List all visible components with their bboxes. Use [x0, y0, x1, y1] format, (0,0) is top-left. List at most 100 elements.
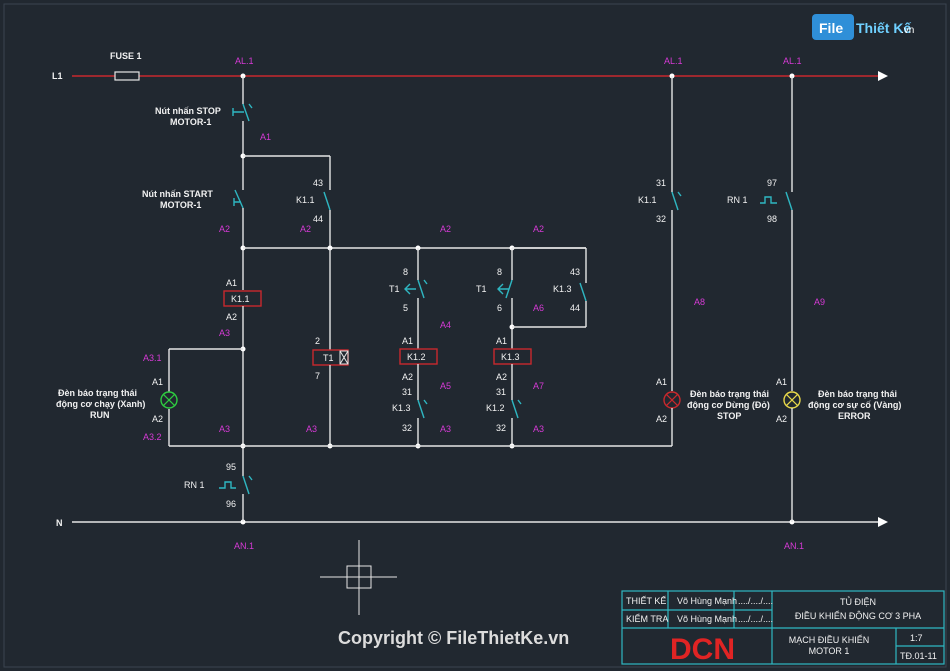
svg-text:1:7: 1:7 [910, 633, 923, 643]
svg-text:THIẾT KẾ: THIẾT KẾ [626, 596, 666, 606]
svg-text:95: 95 [226, 462, 236, 472]
svg-text:A2: A2 [776, 414, 787, 424]
n-label: N [56, 518, 63, 528]
svg-text:MẠCH ĐIỀU KHIỂN: MẠCH ĐIỀU KHIỂN [789, 634, 870, 645]
svg-text:A1: A1 [496, 336, 507, 346]
svg-text:98: 98 [767, 214, 777, 224]
svg-text:A3: A3 [219, 328, 230, 338]
svg-text:MOTOR 1: MOTOR 1 [809, 646, 850, 656]
svg-text:A6: A6 [533, 303, 544, 313]
svg-text:8: 8 [403, 267, 408, 277]
brand-logo: File Thiết Kế .vn [812, 14, 914, 40]
svg-text:8: 8 [497, 267, 502, 277]
svg-text:31: 31 [402, 387, 412, 397]
svg-text:động cơ chạy (Xanh): động cơ chạy (Xanh) [56, 399, 145, 409]
svg-text:31: 31 [496, 387, 506, 397]
svg-text:A2: A2 [440, 224, 451, 234]
l1-label: L1 [52, 71, 63, 81]
svg-text:A2: A2 [402, 372, 413, 382]
svg-text:K1.2: K1.2 [486, 403, 505, 413]
stop-button-label-2: MOTOR-1 [170, 117, 211, 127]
svg-text:A5: A5 [440, 381, 451, 391]
svg-text:A9: A9 [814, 297, 825, 307]
svg-text:ĐIỀU KHIỂN ĐỘNG CƠ 3 PHA: ĐIỀU KHIỂN ĐỘNG CƠ 3 PHA [795, 610, 921, 621]
svg-text:RUN: RUN [90, 410, 110, 420]
svg-text:32: 32 [402, 423, 412, 433]
run-lamp-icon [160, 391, 178, 409]
svg-text:A1: A1 [260, 132, 271, 142]
fuse-symbol [114, 71, 140, 81]
svg-text:43: 43 [313, 178, 323, 188]
svg-text:A2: A2 [533, 224, 544, 234]
svg-text:A3.1: A3.1 [143, 353, 162, 363]
svg-text:T1: T1 [323, 353, 334, 363]
svg-text:K1.3: K1.3 [553, 284, 572, 294]
fuse-label: FUSE 1 [110, 51, 142, 61]
svg-text:A2: A2 [300, 224, 311, 234]
svg-text:TĐ.01-11: TĐ.01-11 [900, 651, 937, 661]
svg-text:TỦ ĐIỆN: TỦ ĐIỆN [840, 596, 876, 607]
svg-text:..../..../....: ..../..../.... [738, 614, 773, 624]
svg-text:K1.1: K1.1 [231, 294, 250, 304]
svg-text:..../..../....: ..../..../.... [738, 596, 773, 606]
svg-text:KIỂM TRA: KIỂM TRA [626, 613, 668, 624]
title-block [621, 590, 945, 665]
svg-text:96: 96 [226, 499, 236, 509]
svg-text:File: File [819, 20, 843, 36]
svg-text:31: 31 [656, 178, 666, 188]
n-arrow-icon [878, 517, 888, 527]
svg-text:A3: A3 [306, 424, 317, 434]
crosshair-icon [320, 540, 397, 615]
svg-text:A1: A1 [152, 377, 163, 387]
svg-text:T1: T1 [476, 284, 487, 294]
svg-text:A2: A2 [656, 414, 667, 424]
node-an1-a: AN.1 [234, 541, 254, 551]
svg-text:STOP: STOP [717, 411, 741, 421]
svg-text:32: 32 [656, 214, 666, 224]
node-al1-c: AL.1 [783, 56, 802, 66]
svg-text:K1.3: K1.3 [501, 352, 520, 362]
svg-text:K1.1: K1.1 [296, 195, 315, 205]
svg-text:6: 6 [497, 303, 502, 313]
svg-text:RN 1: RN 1 [727, 195, 748, 205]
svg-text:Đèn báo trạng thái: Đèn báo trạng thái [818, 389, 897, 399]
svg-text:động cơ Dừng (Đỏ): động cơ Dừng (Đỏ) [687, 400, 770, 410]
svg-text:A3: A3 [533, 424, 544, 434]
svg-text:Thiết Kế: Thiết Kế [856, 20, 911, 36]
svg-text:A3: A3 [219, 424, 230, 434]
svg-text:2: 2 [315, 336, 320, 346]
timer-contact-icon [404, 283, 416, 295]
svg-text:A2: A2 [226, 312, 237, 322]
svg-text:A2: A2 [219, 224, 230, 234]
svg-text:Võ Hùng Mạnh: Võ Hùng Mạnh [677, 614, 737, 624]
svg-text:A2: A2 [152, 414, 163, 424]
thermal-relay-icon [219, 481, 236, 489]
start-button-label-2: MOTOR-1 [160, 200, 201, 210]
svg-text:5: 5 [403, 303, 408, 313]
svg-text:A1: A1 [776, 377, 787, 387]
node-al1-a: AL.1 [235, 56, 254, 66]
svg-text:K1.3: K1.3 [392, 403, 411, 413]
svg-text:7: 7 [315, 371, 320, 381]
svg-text:A2: A2 [496, 372, 507, 382]
svg-text:K1.1: K1.1 [638, 195, 657, 205]
copyright-watermark: Copyright © FileThietKe.vn [338, 628, 569, 648]
start-button-label-1: Nút nhấn START [142, 189, 213, 199]
svg-text:A3.2: A3.2 [143, 432, 162, 442]
stop-button-label-1: Nút nhấn STOP [155, 106, 221, 116]
svg-text:Đèn báo trạng thái: Đèn báo trạng thái [690, 389, 769, 399]
svg-text:T1: T1 [389, 284, 400, 294]
svg-text:44: 44 [570, 303, 580, 313]
svg-text:ERROR: ERROR [838, 411, 871, 421]
svg-text:A8: A8 [694, 297, 705, 307]
start-button-symbol [233, 189, 244, 209]
stop-button-symbol [232, 103, 253, 122]
svg-text:A4: A4 [440, 320, 451, 330]
svg-text:động cơ sự cố (Vàng): động cơ sự cố (Vàng) [808, 400, 901, 410]
svg-text:A1: A1 [402, 336, 413, 346]
svg-text:K1.2: K1.2 [407, 352, 426, 362]
svg-text:RN 1: RN 1 [184, 480, 205, 490]
svg-text:44: 44 [313, 214, 323, 224]
svg-text:32: 32 [496, 423, 506, 433]
